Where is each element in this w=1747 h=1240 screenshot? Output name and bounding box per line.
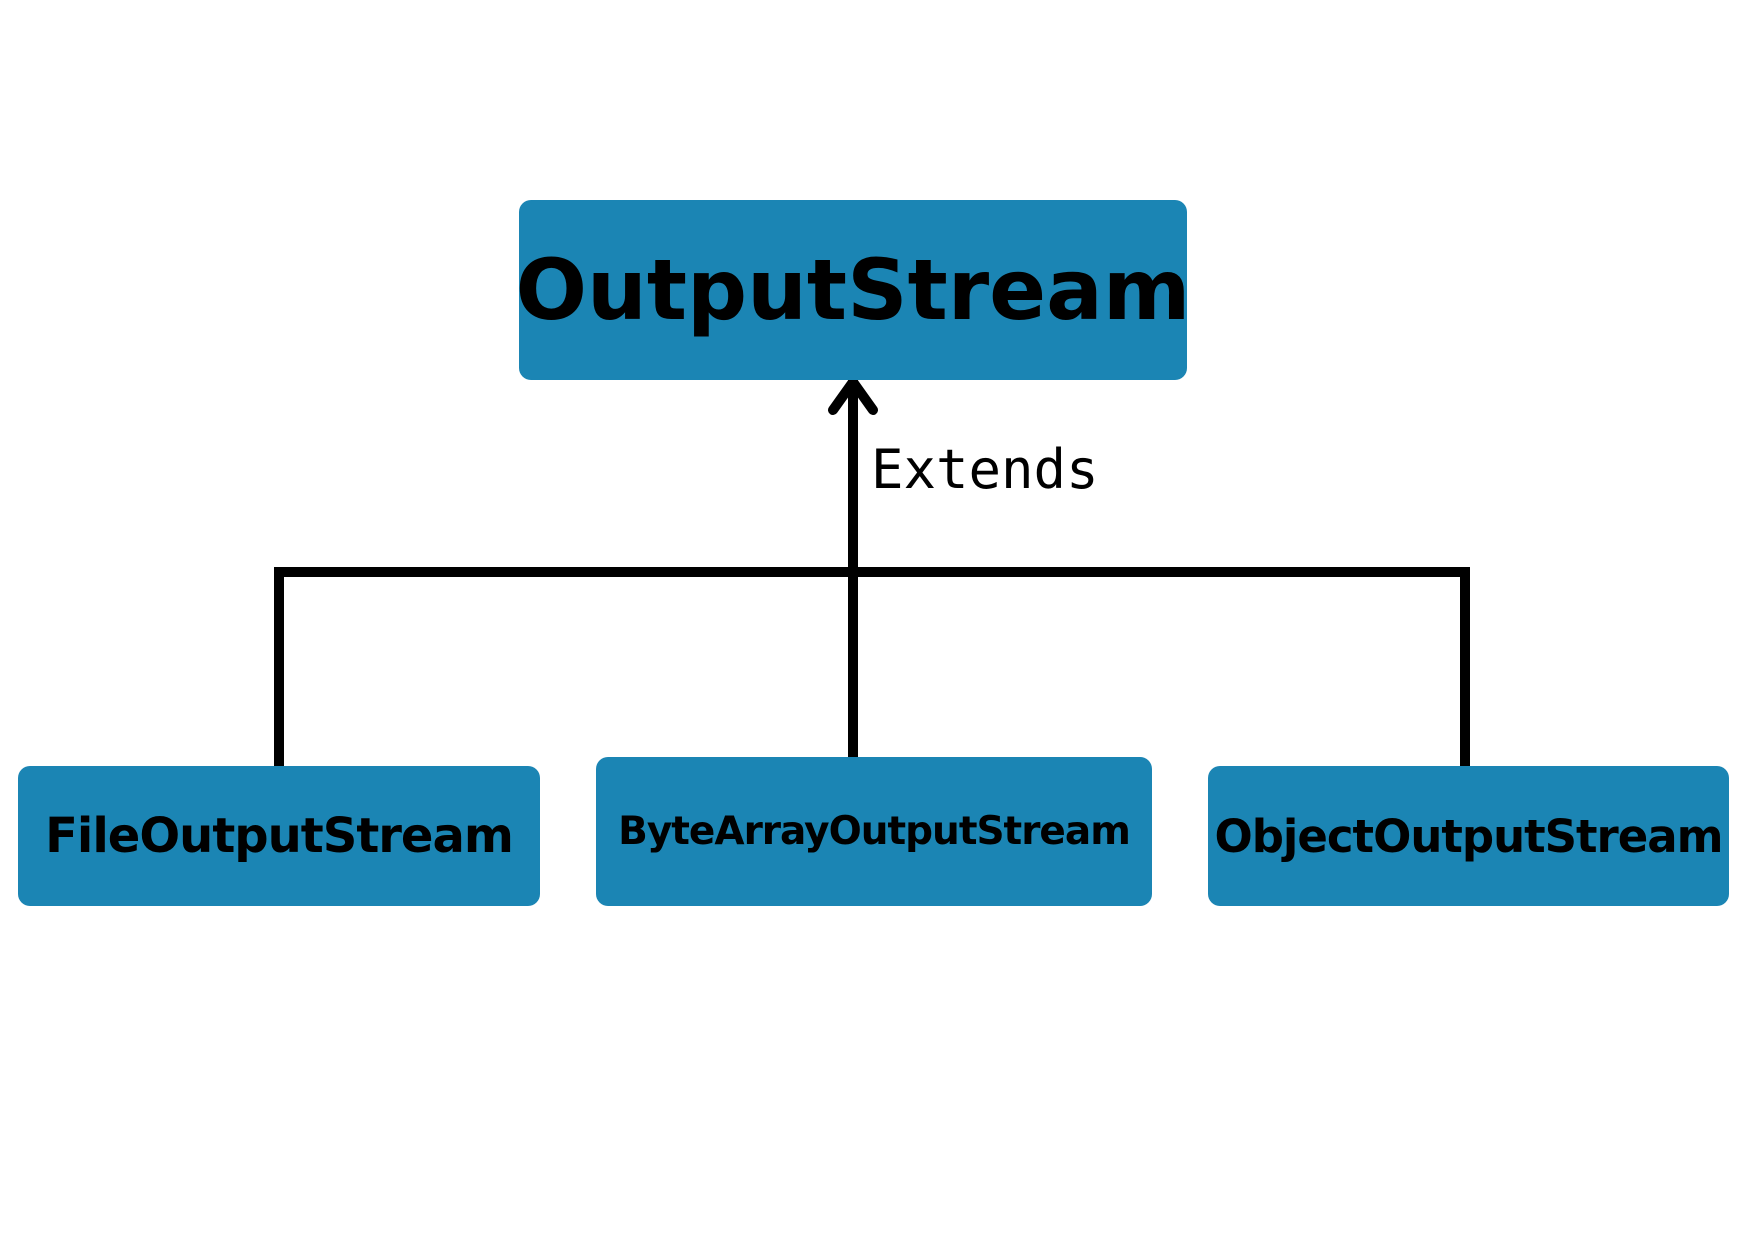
outputstream-box: OutputStream: [519, 200, 1187, 380]
objectoutputstream-box: ObjectOutputStream: [1208, 766, 1729, 906]
fileoutputstream-label: FileOutputStream: [45, 808, 514, 864]
fileoutputstream-box: FileOutputStream: [18, 766, 540, 906]
bytearrayoutputstream-label: ByteArrayOutputStream: [618, 809, 1131, 854]
bytearrayoutputstream-box: ByteArrayOutputStream: [596, 757, 1152, 906]
extends-label: Extends: [871, 438, 1099, 501]
arrowhead-icon: [828, 377, 878, 415]
objectoutputstream-label: ObjectOutputStream: [1214, 809, 1723, 863]
outputstream-label: OutputStream: [519, 241, 1187, 339]
